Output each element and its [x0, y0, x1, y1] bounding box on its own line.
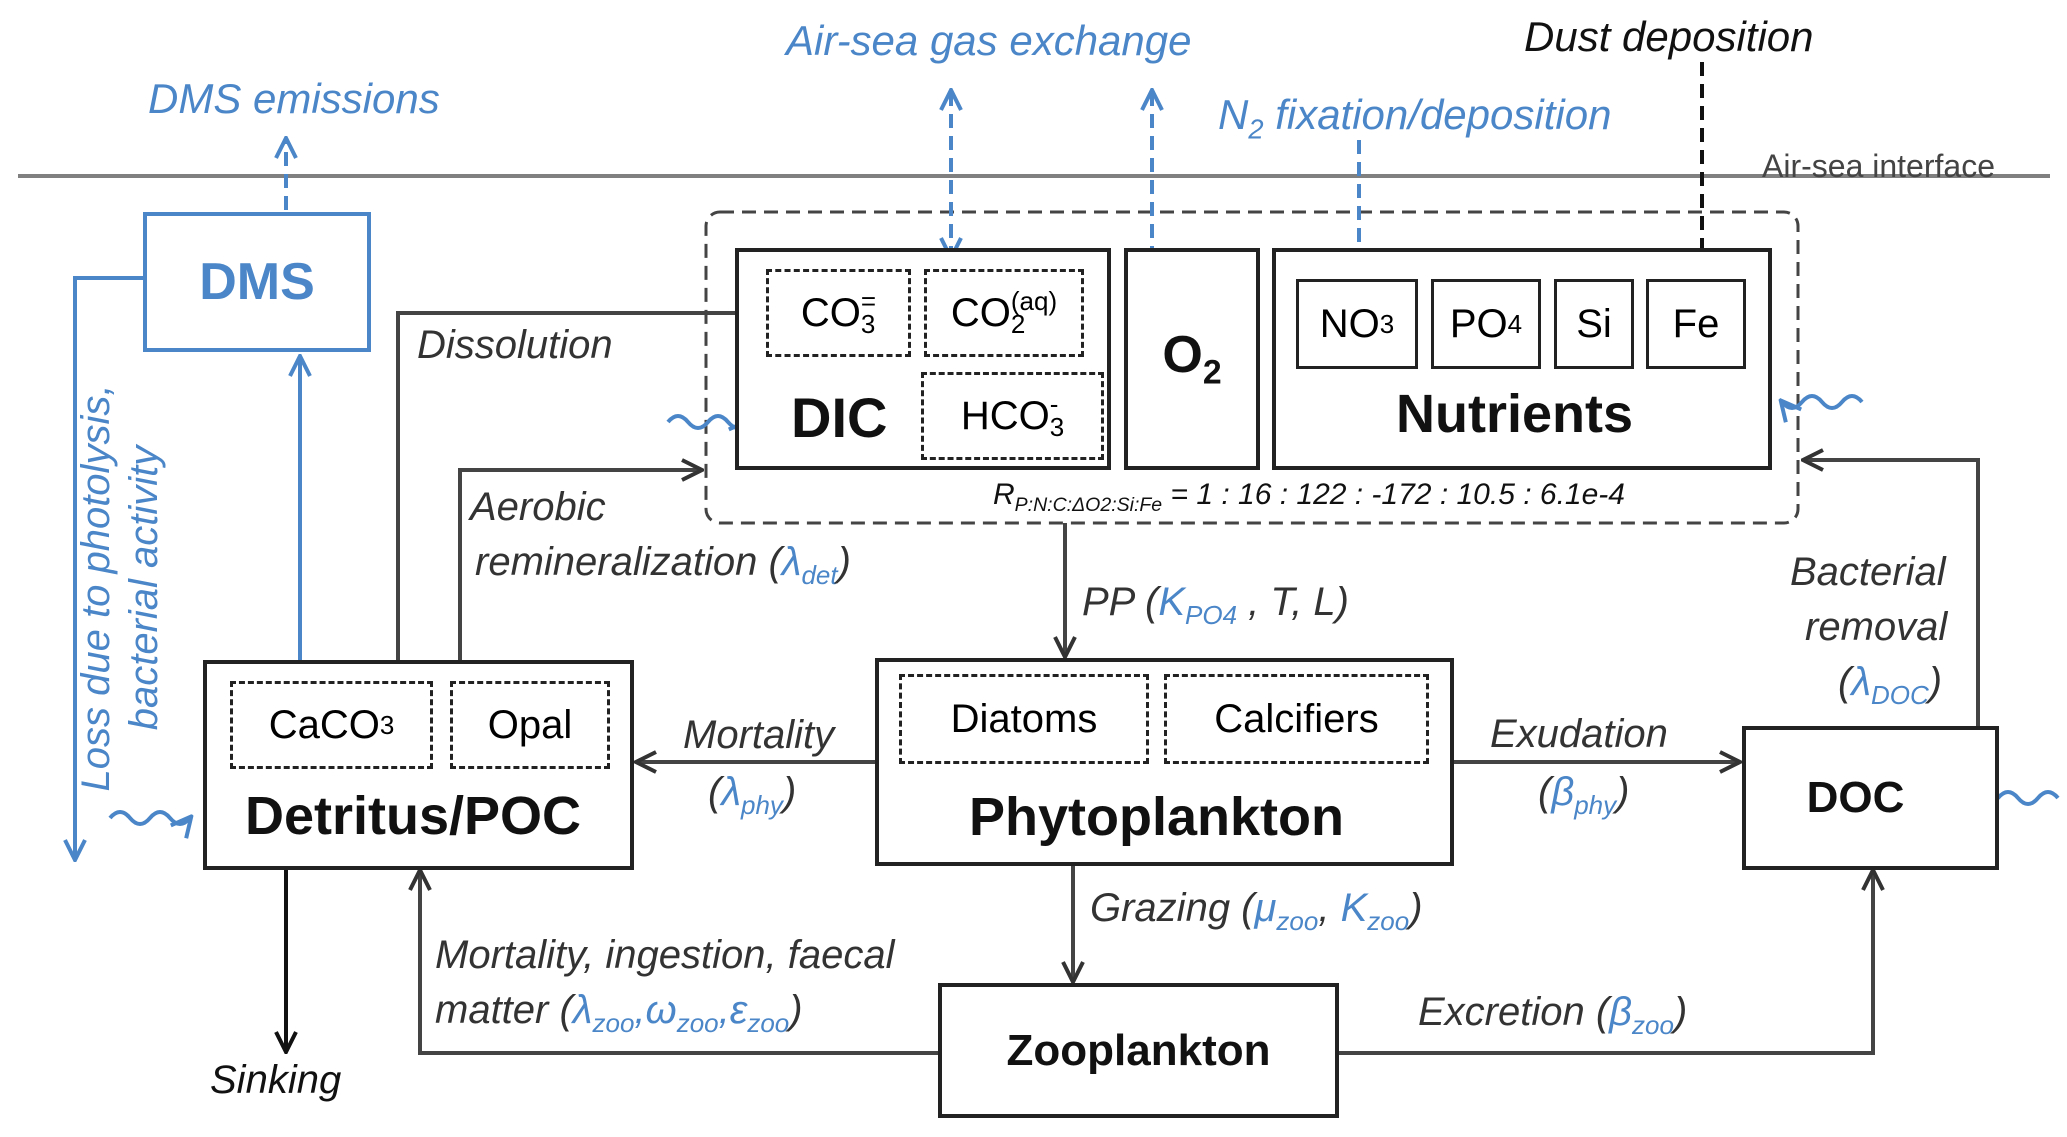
dust-deposition-label: Dust deposition — [1524, 13, 1814, 60]
o2-label: O2 — [1162, 326, 1222, 392]
zoo-to-detritus-arrow — [420, 872, 938, 1055]
zooplankton-label: Zooplankton — [1006, 1025, 1271, 1075]
stoichiometric-ratio: RP:N:C:ΔO2:Si:Fe = 1 : 16 : 122 : -172 :… — [993, 478, 1625, 516]
aerobic-remineralization-arrow — [458, 470, 700, 660]
dms-label: DMS — [199, 253, 315, 311]
detritus-wavy-inflow-icon — [108, 810, 190, 824]
nutrients-label: Nutrients — [1396, 384, 1634, 444]
zooplankton-box[interactable]: Zooplankton — [938, 983, 1339, 1118]
detritus-label: Detritus/POC — [245, 786, 582, 846]
fe-species[interactable]: Fe — [1646, 279, 1746, 369]
dms-loss-arrow — [75, 276, 143, 858]
pp-label: PP (KPO4 , T, L) — [1082, 580, 1349, 630]
diatoms-group[interactable]: Diatoms — [899, 674, 1149, 764]
bacterial-label-line1: Bacterial — [1790, 550, 1946, 594]
zoo-mortality-label-line1: Mortality, ingestion, faecal — [435, 933, 895, 977]
dic-wavy-inflow-icon — [666, 414, 748, 428]
exudation-label: Exudation — [1490, 712, 1668, 756]
phyto-mortality-param: (λphy) — [708, 770, 797, 820]
si-species[interactable]: Si — [1554, 279, 1634, 369]
excretion-arrow — [1338, 872, 1873, 1055]
aerobic-label-line1: Aerobic — [470, 485, 606, 529]
exudation-param: (βphy) — [1538, 770, 1630, 820]
phyto-mortality-label: Mortality — [683, 713, 835, 757]
n2-fixation-label: N2 fixation/deposition — [1218, 91, 1612, 145]
doc-box[interactable]: DOC — [1742, 726, 1999, 870]
excretion-label: Excretion (βzoo) — [1418, 990, 1688, 1040]
o2-box[interactable]: O2 — [1124, 248, 1260, 470]
dic-box[interactable]: CO=3 CO(aq)2 HCO-3 DIC — [735, 248, 1111, 470]
sinking-label: Sinking — [210, 1058, 342, 1102]
grazing-label: Grazing (μzoo, Kzoo) — [1090, 886, 1423, 936]
phytoplankton-label: Phytoplankton — [969, 787, 1344, 847]
doc-label: DOC — [1806, 773, 1905, 822]
calcifiers-group[interactable]: Calcifiers — [1164, 674, 1429, 764]
bacterial-label-line2: removal — [1805, 605, 1948, 649]
bacterial-removal-arrow — [1805, 460, 1980, 726]
co2aq-species[interactable]: CO(aq)2 — [924, 269, 1084, 357]
inorganic-pool-outline — [704, 210, 1800, 525]
air-sea-gas-exchange-label: Air-sea gas exchange — [786, 17, 1192, 64]
zoo-mortality-label-line2: matter (λzoo,ωzoo,εzoo) — [435, 988, 803, 1038]
dissolution-label: Dissolution — [417, 323, 613, 367]
co3-species[interactable]: CO=3 — [766, 269, 911, 357]
hco3-species[interactable]: HCO-3 — [921, 372, 1104, 460]
air-sea-interface-label: Air-sea interface — [1762, 148, 1995, 184]
dic-label: DIC — [791, 386, 888, 449]
aerobic-label-line2: remineralization (λdet) — [475, 540, 851, 590]
dms-box[interactable]: DMS — [143, 212, 371, 352]
phytoplankton-box[interactable]: Diatoms Calcifiers Phytoplankton — [875, 658, 1454, 866]
opal-component[interactable]: Opal — [450, 681, 610, 769]
bacterial-param: (λDOC) — [1838, 660, 1943, 710]
dms-loss-label: Loss due to photolysis,bacterial activit… — [74, 384, 166, 792]
nutrients-wavy-inflow-icon — [1782, 394, 1864, 408]
dms-emissions-label: DMS emissions — [148, 75, 440, 122]
dissolution-arrow — [396, 313, 768, 660]
